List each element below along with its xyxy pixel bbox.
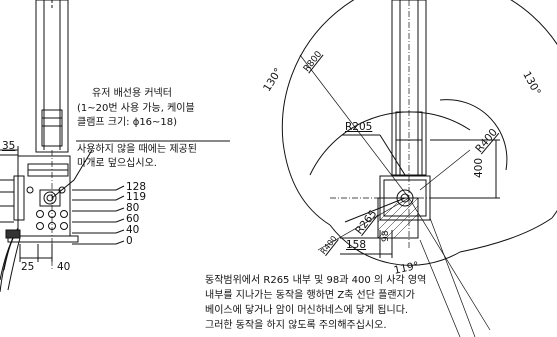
cable-note-line3: 클램프 크기: ϕ16~18) bbox=[77, 117, 178, 128]
dimension-98: 98 bbox=[381, 230, 391, 242]
cable-note-line2: (1~20번 사용 가능, 케이블 bbox=[77, 103, 195, 114]
cable-note-line1: 유저 배선용 커넥터 bbox=[92, 88, 172, 99]
caution-note-line1: 동작범위에서 R265 내부 및 98과 400 의 사각 영역 bbox=[205, 275, 427, 286]
radius-label-r205: R205 bbox=[345, 121, 373, 133]
cable-note-line5: 마개로 덮으십시오. bbox=[77, 158, 157, 169]
work-envelope-view bbox=[281, 0, 557, 337]
height-label-60: 60 bbox=[126, 213, 140, 225]
dimension-40: 40 bbox=[57, 261, 71, 273]
caution-note-line4: 그러한 동작을 하지 않도록 주의해주십시오. bbox=[205, 320, 387, 331]
height-label-80: 80 bbox=[126, 202, 140, 214]
height-label-128: 128 bbox=[126, 181, 147, 193]
dimension-35: 35 bbox=[2, 140, 16, 152]
height-label-0: 0 bbox=[126, 235, 133, 247]
dimension-158: 158 bbox=[346, 239, 367, 251]
caution-note-line2: 내부를 지나가는 동작을 행하면 Z축 선단 플랜지가 bbox=[205, 290, 415, 301]
caution-note-line3: 베이스에 닿거나 암이 머신하네스에 닿게 됩니다. bbox=[205, 305, 409, 316]
height-label-40: 40 bbox=[126, 224, 140, 236]
height-label-119: 119 bbox=[126, 191, 147, 203]
dimension-400: 400 bbox=[473, 157, 485, 178]
robot-side-view bbox=[0, 0, 230, 293]
cable-note-line4: 사용하지 않을 때에는 제공된 bbox=[77, 144, 197, 155]
dimension-25: 25 bbox=[21, 261, 35, 273]
